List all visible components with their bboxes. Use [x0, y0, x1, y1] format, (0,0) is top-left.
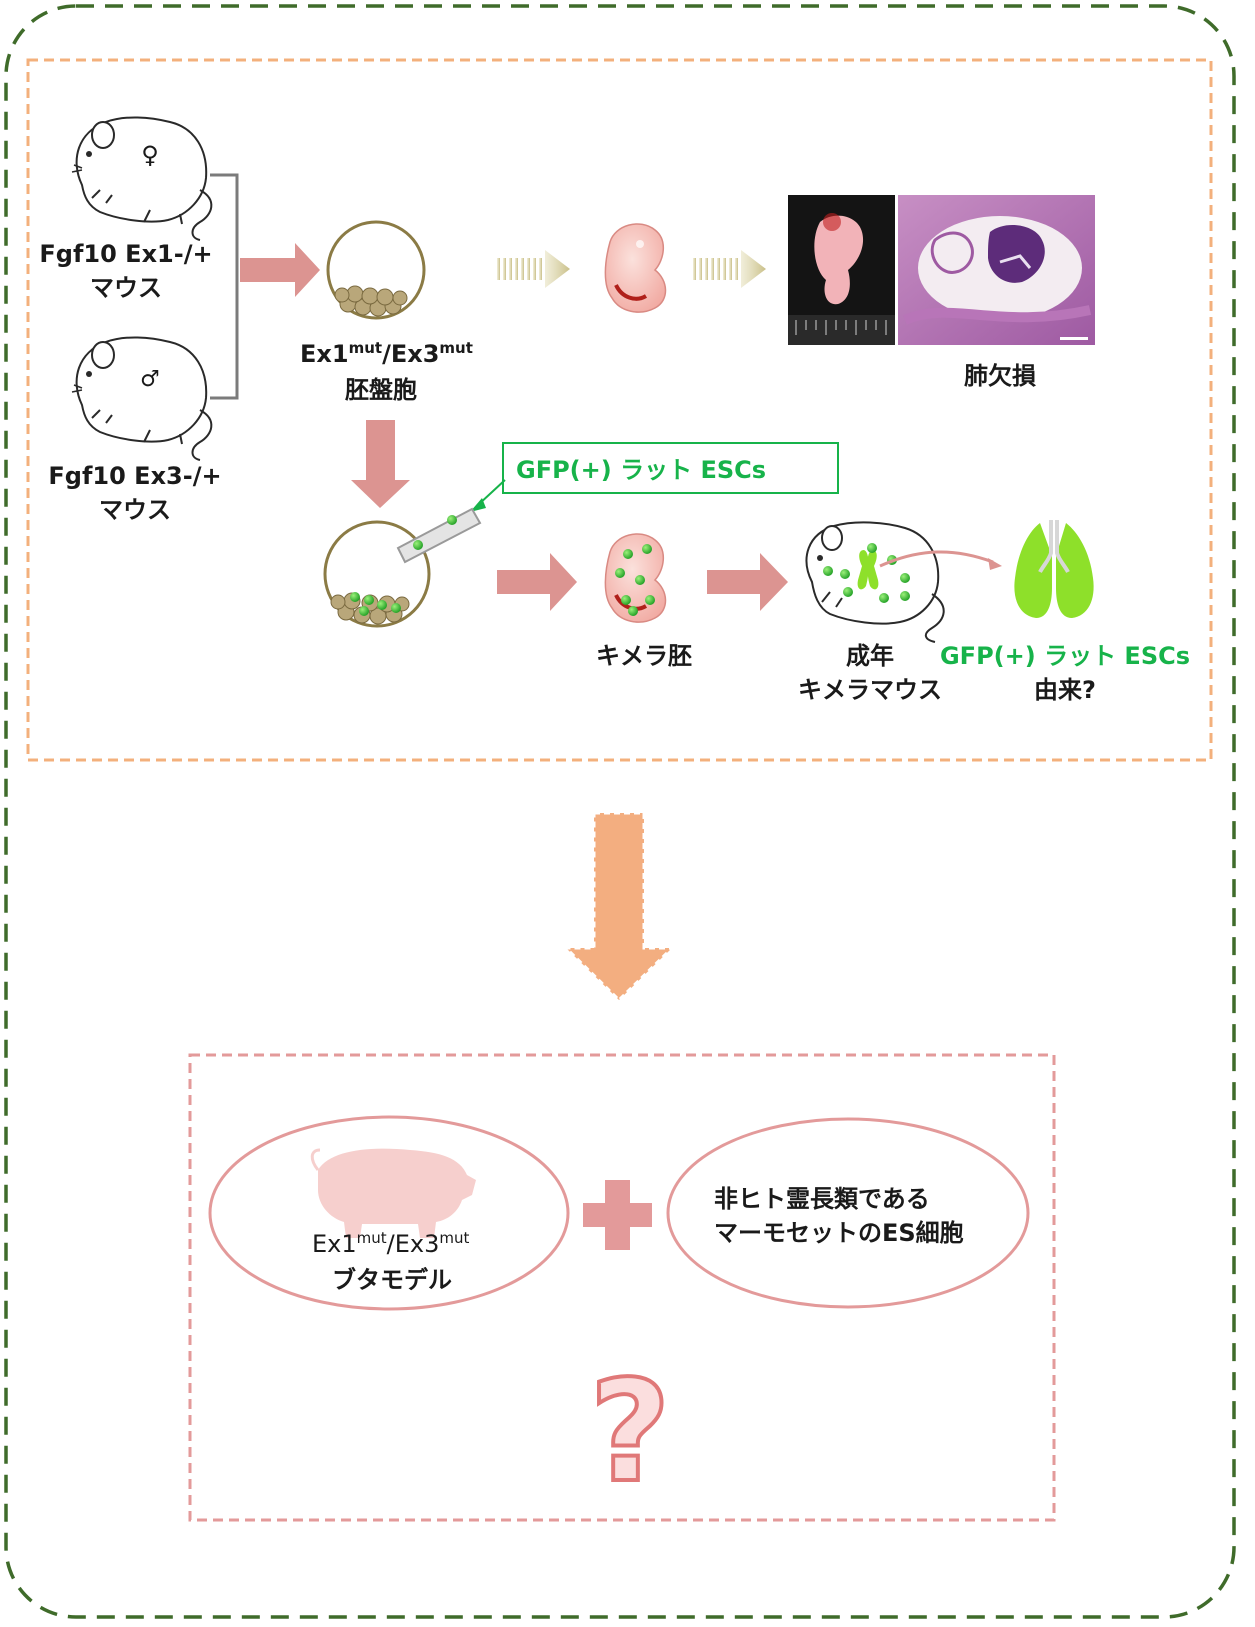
lung-origin-label-line1: GFP(+) ラット ESCs [940, 642, 1190, 670]
female-symbol: ♀ [141, 141, 159, 169]
female-mouse-label-line1: Fgf10 Ex1-/+ [39, 240, 212, 268]
blastocyst-icon [326, 220, 426, 320]
arrow-to-blastocyst [240, 243, 320, 297]
plus-icon [583, 1180, 652, 1250]
male-mouse-label-line1: Fgf10 Ex3-/+ [48, 462, 221, 490]
gfp-esc-box-label: GFP(+) ラット ESCs [516, 456, 766, 484]
marmoset-label-line2: マーモセットのES細胞 [714, 1219, 964, 1247]
injection-pipette-icon [396, 507, 482, 564]
gfp-pointer-head [470, 498, 486, 512]
male-mouse-icon [71, 336, 213, 461]
faded-arrow-1 [497, 250, 570, 288]
outer-frame [4, 4, 1236, 1619]
female-mouse-label-line2: マウス [90, 274, 162, 302]
pig-model-label-line2: ブタモデル [332, 1266, 452, 1294]
faded-arrow-2 [693, 250, 766, 288]
histology-photo [898, 195, 1095, 345]
cross-bracket [210, 173, 239, 400]
male-mouse-label-line2: マウス [99, 496, 171, 524]
proposal-frame [188, 1053, 1056, 1522]
pig-icon [310, 1148, 476, 1238]
adult-chimera-label-line1: 成年 [846, 642, 894, 670]
chimera-embryo-label: キメラ胚 [596, 642, 692, 670]
experiment-frame [26, 58, 1213, 762]
arrow-to-adult-chimera [707, 553, 788, 611]
arrow-down-to-injection [351, 420, 410, 508]
adult-chimera-label-line2: キメラマウス [798, 676, 942, 704]
arrow-to-lung-head [988, 558, 1002, 570]
adult-chimera-mouse-icon [805, 521, 945, 643]
marmoset-oval [666, 1117, 1030, 1309]
blastocyst-label-line2: 胚盤胞 [344, 376, 417, 404]
lung-origin-label-line2: 由来? [1034, 676, 1096, 704]
lung-defect-label: 肺欠損 [964, 362, 1036, 390]
chimera-embryo-icon [604, 533, 667, 623]
gfp-esc-box [502, 442, 839, 494]
arrow-to-chimera-embryo [497, 553, 577, 611]
arrow-to-lung [879, 550, 994, 568]
male-symbol: ♂ [140, 367, 160, 392]
gfp-lung-icon [1014, 520, 1094, 618]
injected-blastocyst-icon [323, 520, 431, 628]
mutant-embryo-icon [604, 223, 667, 313]
big-down-arrow [562, 811, 676, 1003]
marmoset-label-line1: 非ヒト霊長類である [714, 1185, 930, 1213]
question-mark-icon: ? [589, 1351, 670, 1514]
blastocyst-label-line1: Ex1mut/Ex3mut [300, 339, 473, 368]
pig-model-label-line1: Ex1mut/Ex3mut [312, 1229, 469, 1258]
female-mouse-icon [71, 116, 213, 241]
neonate-photo [788, 195, 895, 345]
